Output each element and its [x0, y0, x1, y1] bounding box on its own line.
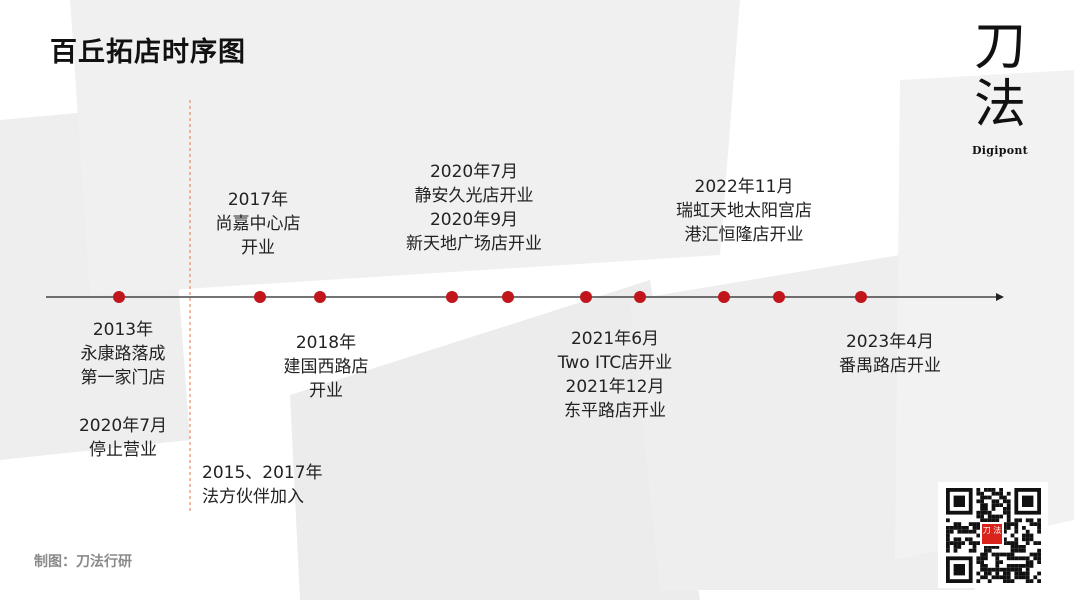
bg-shape-top-center [70, 0, 740, 295]
bg-shape-far-right [895, 70, 1074, 560]
event-date: 2013年 [92, 320, 154, 340]
event-partner-join: 2015、2017年 法方伙伴加入 [202, 461, 323, 509]
brand-logo: 刀 法 Digipont [960, 18, 1040, 157]
event-text: 尚嘉中心店 [215, 214, 301, 234]
event-text: 东平路店开业 [564, 401, 666, 421]
event-text: 开业 [309, 381, 343, 401]
event-2013: 2013年 永康路落成 第一家门店 [63, 318, 183, 390]
event-text: 新天地广场店开业 [406, 234, 542, 254]
timeline-dot [773, 291, 785, 303]
timeline-dots [113, 291, 867, 303]
event-date: 2020年7月 [429, 162, 519, 182]
timeline-dot [314, 291, 326, 303]
logo-subtitle: Digipont [971, 144, 1029, 157]
event-text: 停止营业 [89, 440, 157, 460]
timeline-dot [502, 291, 514, 303]
bg-shape-bottom-center [290, 280, 700, 600]
chart-credit: 制图：刀法行研 [34, 554, 132, 570]
event-date: 2020年7月 [78, 416, 168, 436]
qr-code[interactable]: 刀 法 [938, 482, 1048, 588]
event-text: 法方伙伴加入 [202, 487, 304, 507]
event-date: 2017年 [227, 190, 289, 210]
event-text: 港汇恒隆店开业 [684, 225, 804, 245]
event-date: 2020年9月 [429, 210, 519, 230]
timeline-dot [446, 291, 458, 303]
qr-code-icon [946, 488, 1041, 583]
event-date: 2022年11月 [694, 177, 794, 197]
timeline-dot [634, 291, 646, 303]
timeline-dot [855, 291, 867, 303]
qr-badge-icon: 刀 法 [980, 522, 1004, 546]
bg-shape-right [630, 245, 975, 590]
event-text: 番禺路店开业 [839, 356, 941, 376]
event-text: 第一家门店 [80, 368, 166, 388]
timeline-dot [580, 291, 592, 303]
event-date: 2023年4月 [845, 332, 935, 352]
event-date: 2021年12月 [565, 377, 665, 397]
event-text: 瑞虹天地太阳宫店 [676, 201, 812, 221]
event-2022: 2022年11月 瑞虹天地太阳宫店 港汇恒隆店开业 [654, 175, 834, 247]
event-2020: 2020年7月 静安久光店开业 2020年9月 新天地广场店开业 [384, 160, 564, 256]
page-title: 百丘拓店时序图 [50, 37, 246, 68]
event-2023: 2023年4月 番禺路店开业 [820, 330, 960, 378]
event-2018: 2018年 建国西路店 开业 [266, 331, 386, 403]
timeline-arrow-icon [996, 293, 1004, 301]
timeline-dot [254, 291, 266, 303]
event-2017: 2017年 尚嘉中心店 开业 [198, 188, 318, 260]
event-text: 开业 [241, 238, 275, 258]
event-2020-closure: 2020年7月 停止营业 [63, 414, 183, 462]
event-date: 2018年 [295, 333, 357, 353]
event-text: 静安久光店开业 [414, 186, 534, 206]
logo-char-2: 法 [973, 75, 1026, 135]
timeline-dot [113, 291, 125, 303]
event-text: 建国西路店 [283, 357, 369, 377]
event-date: 2021年6月 [570, 329, 660, 349]
event-text: 永康路落成 [80, 344, 166, 364]
logo-char-1: 刀 [973, 17, 1026, 77]
event-text: Two ITC店开业 [557, 353, 673, 373]
event-2021: 2021年6月 Two ITC店开业 2021年12月 东平路店开业 [540, 327, 690, 423]
timeline-dot [718, 291, 730, 303]
event-date: 2015、2017年 [202, 463, 323, 483]
